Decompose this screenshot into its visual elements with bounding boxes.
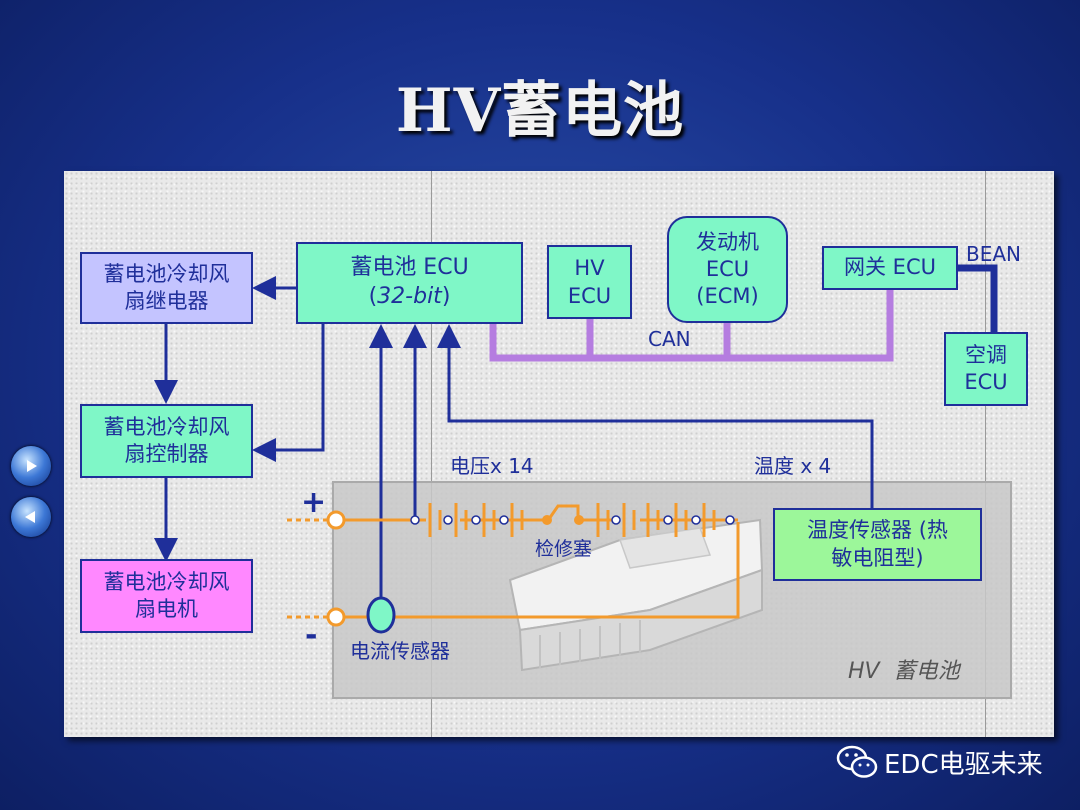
battery-ecu-bits: (32-bit): [368, 284, 451, 309]
next-slide-button[interactable]: [11, 446, 51, 486]
battery-cells: [428, 503, 716, 537]
watermark: EDC电驱未来: [836, 740, 1043, 784]
panel-divider: [985, 171, 986, 737]
fan-controller-line1: 蓄电池冷却风: [103, 414, 230, 439]
bean-bus: [957, 264, 998, 333]
watermark-text: EDC电驱未来: [884, 749, 1043, 780]
wechat-icon: [836, 745, 878, 778]
battery-ecu-title: 蓄电池 ECU: [350, 255, 469, 281]
engine-ecu-line3: (ECM): [696, 284, 759, 309]
ac-ecu-line2: ECU: [964, 370, 1008, 394]
fan-controller-line2: 扇控制器: [124, 442, 209, 466]
fan-motor-line2: 扇电机: [135, 597, 198, 621]
battery-pack-illustration: [508, 518, 764, 672]
hv-ecu-box: HV ECU: [547, 245, 632, 319]
current-sensor-icon: [366, 596, 396, 634]
temperature-label: 温度 x 4: [754, 454, 832, 478]
positive-sign: +: [301, 485, 327, 520]
page-title: HV蓄电池: [395, 76, 685, 146]
fan-relay-line1: 蓄电池冷却风: [103, 261, 230, 286]
engine-ecu-line2: ECU: [705, 256, 750, 281]
temp-sensor-line1: 温度传感器 (热: [807, 518, 948, 543]
prev-slide-button[interactable]: [11, 497, 51, 537]
ac-ecu-box: 空调 ECU: [944, 332, 1028, 406]
ac-ecu-line1: 空调: [965, 342, 1007, 367]
gateway-ecu-box: 网关 ECU: [822, 246, 958, 290]
service-plug-contacts: [542, 515, 584, 525]
voltage-taps: [410, 515, 735, 525]
fan-controller-box: 蓄电池冷却风 扇控制器: [80, 404, 253, 478]
ecu-to-controller-arrow: [252, 323, 325, 462]
can-bus: [489, 290, 894, 362]
play-next-icon: [27, 460, 37, 472]
panel-divider: [431, 171, 432, 737]
fan-motor-box: 蓄电池冷却风 扇电机: [80, 559, 253, 633]
engine-ecu-line1: 发动机: [696, 229, 759, 254]
engine-ecu-box: 发动机 ECU (ECM): [667, 216, 788, 323]
fan-relay-line2: 扇继电器: [124, 289, 209, 313]
fan-motor-line1: 蓄电池冷却风: [103, 569, 230, 594]
hv-battery-label: HV 蓄电池: [848, 659, 960, 684]
can-label: CAN: [648, 327, 691, 351]
fan-relay-box: 蓄电池冷却风 扇继电器: [80, 252, 253, 324]
temp-sensor-box: 温度传感器 (热 敏电阻型): [773, 508, 982, 581]
temperature-signal-arrow: [437, 324, 874, 510]
current-sensor-label: 电流传感器: [350, 639, 450, 663]
play-prev-icon: [25, 511, 35, 523]
bean-label: BEAN: [966, 242, 1021, 266]
voltage-label: 电压x 14: [450, 454, 534, 478]
temp-sensor-line2: 敏电阻型): [831, 545, 924, 570]
negative-sign: -: [305, 618, 318, 653]
battery-ecu-box: 蓄电池 ECU (32-bit): [296, 242, 523, 324]
negative-terminal: [326, 607, 346, 627]
service-plug-label: 检修塞: [535, 538, 593, 560]
positive-terminal: [326, 510, 346, 530]
